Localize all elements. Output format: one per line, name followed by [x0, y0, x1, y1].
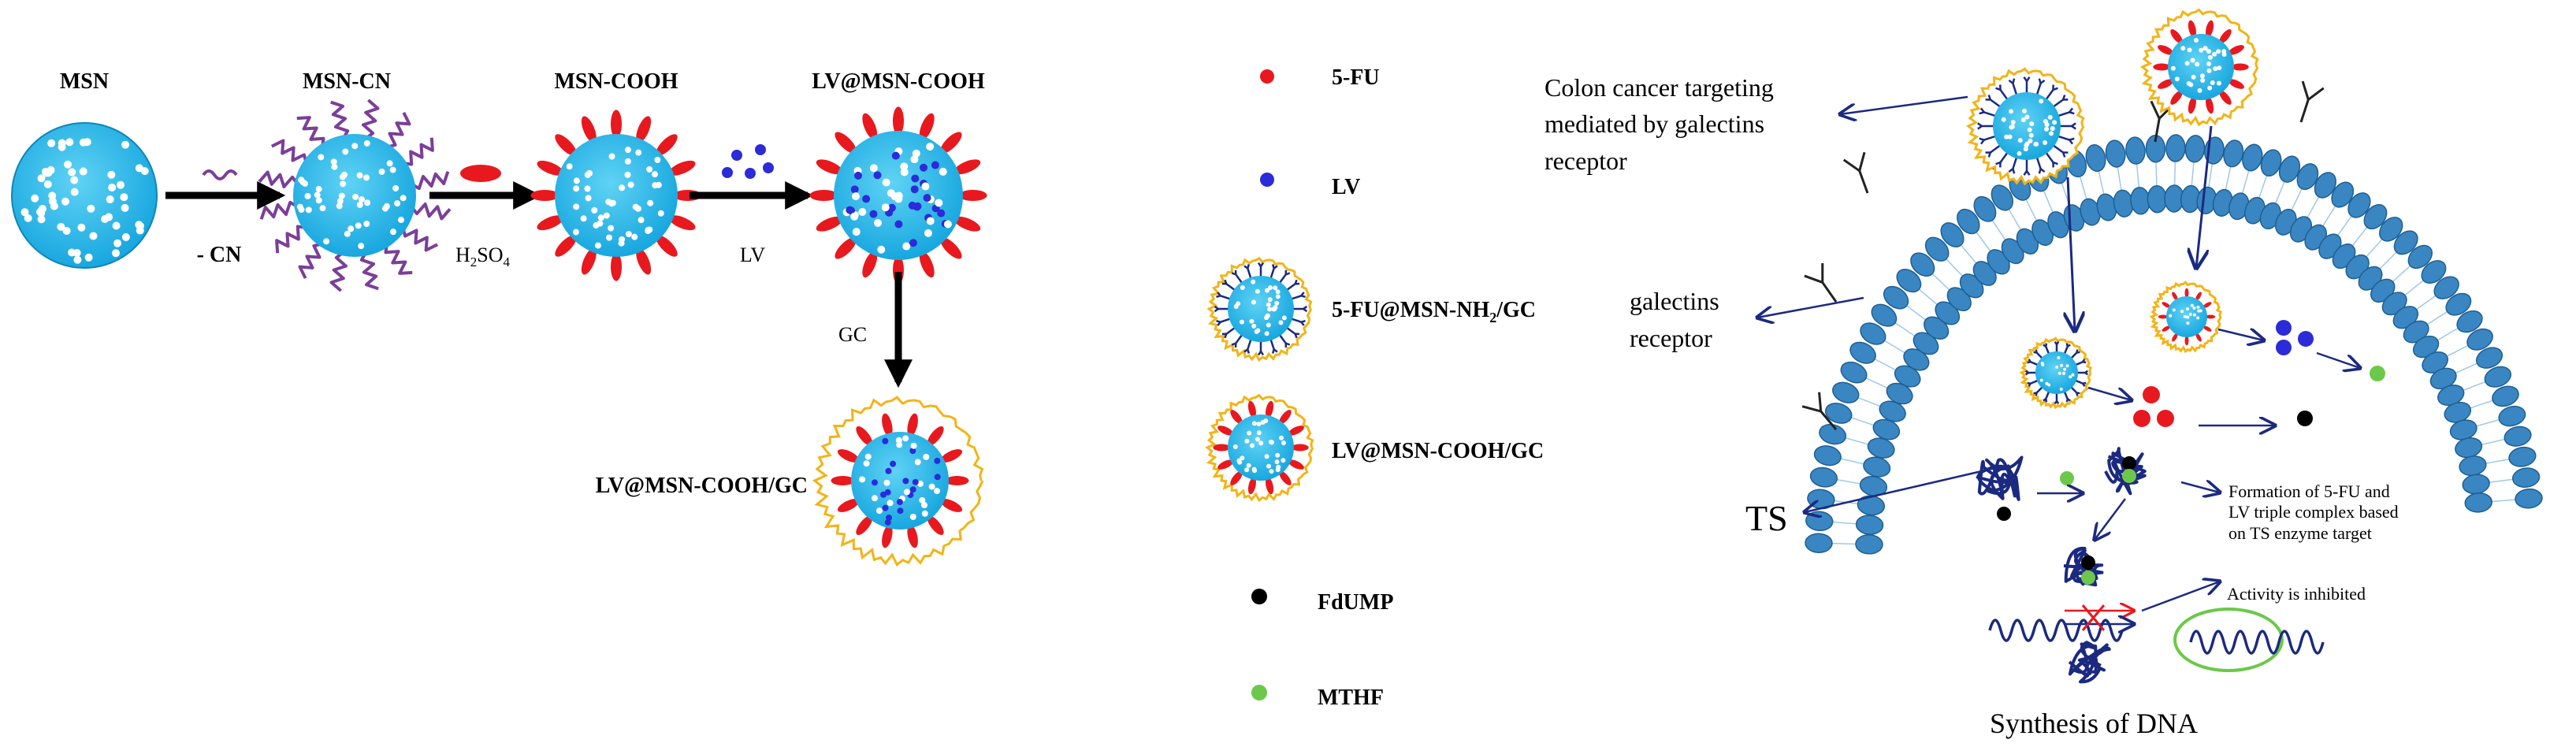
arrow-galectins: [1757, 296, 1864, 318]
targeting-line3: receptor: [1544, 147, 1627, 175]
ts3-fdump: [2081, 556, 2095, 570]
lv-msn-cooh-label: LV@MSN-COOH: [812, 69, 985, 94]
arrow-inhibited-note: [2141, 582, 2220, 612]
legend-fu-dot: [1260, 69, 1274, 84]
arrow-ts: [1805, 466, 1996, 512]
targeting-line2: mediated by galectins: [1544, 110, 1764, 138]
ts-bottom-enzyme: [2068, 641, 2111, 684]
complex-note-line2: LV triple complex based: [2228, 502, 2399, 522]
msn-cooh-pores: [566, 147, 664, 249]
targeting-line1: Colon cancer targeting: [1544, 73, 1774, 102]
legend-lv-label: LV: [1332, 175, 1360, 199]
legend-fu-msn-nh2-gc-icon: [1206, 256, 1313, 362]
msn-cooh-label: MSN-COOH: [554, 69, 678, 94]
msn-cn-pores: [296, 139, 407, 250]
step-lv-label: LV: [740, 243, 765, 266]
lv-msn-cooh-gc-label: LV@MSN-COOH/GC: [596, 474, 808, 498]
galectins-line2: receptor: [1630, 324, 1712, 352]
legend-lv-msn-cooh-gc-label: LV@MSN-COOH/GC: [1332, 439, 1544, 463]
np-outside-right: [2139, 8, 2259, 127]
galectin-receptors: [1801, 80, 2325, 430]
msn-cn-particle: [258, 98, 452, 292]
mthf-molecule: [2370, 366, 2385, 381]
arrow-np-entry-left: [2068, 177, 2075, 331]
ts-enzyme: [1976, 455, 2024, 501]
lv-msn-cooh-gc-particle: [812, 396, 984, 567]
released-lv: [2276, 320, 2314, 355]
msn-particle: [11, 122, 158, 269]
arrow-lv-release: [2217, 329, 2264, 340]
ts-label: TS: [1745, 498, 1788, 538]
cn-chain-icon: [202, 169, 238, 180]
msn-label: MSN: [60, 69, 109, 94]
legend-fu-label: 5-FU: [1332, 65, 1380, 90]
arrow-targeting: [1840, 95, 1968, 114]
synthesis-dna-label: Synthesis of DNA: [1990, 708, 2198, 739]
np-inside-left: [2019, 336, 2092, 410]
legend-mthf-label: MTHF: [1318, 686, 1384, 710]
inhibition-cross: [2081, 604, 2106, 631]
gc-cooh-groups: [831, 413, 969, 548]
legend-lv-dot: [1260, 173, 1274, 187]
arrow-complex-to-ts3: [2095, 498, 2126, 540]
released-fu: [2133, 386, 2174, 427]
step-h2so4-label: H2SO4: [455, 243, 511, 269]
synthesis-scheme: MSN - CN MSN-CN H2SO4 MSN-COOH: [11, 69, 987, 567]
legend-lv-msn-cooh-gc-icon: [1205, 393, 1314, 503]
lv-msn-cooh-gc-pores: [859, 435, 941, 526]
cooh-icon: [460, 165, 501, 182]
arrow-fu-release: [2087, 386, 2132, 400]
ts-mthf: [2060, 471, 2074, 485]
inhibited-note: Activity is inhibited: [2227, 584, 2366, 604]
ts3-mthf: [2081, 570, 2095, 585]
legend-mthf-dot: [1251, 685, 1267, 701]
cn-chains: [258, 98, 452, 292]
legend-fu-msn-nh2-gc-label: 5-FU@MSN-NH2/GC: [1332, 298, 1536, 325]
inhibited-enzyme: [2189, 630, 2325, 655]
np-outside-left: [1965, 67, 2085, 186]
complex-note-line1: Formation of 5-FU and: [2228, 481, 2390, 501]
ts-fdump: [1997, 507, 2011, 521]
arrow-np-entry-right: [2196, 125, 2213, 268]
complex-fdump: [2122, 456, 2136, 470]
legend-fdump-label: FdUMP: [1318, 590, 1393, 615]
legend: 5-FU LV 5-FU@MSN-NH2/GC LV@MSN-COOH/GC F…: [1205, 65, 1544, 710]
lv-dots-icon: [722, 144, 774, 179]
arrow-lv-to-mthf: [2316, 351, 2360, 368]
arrow-complex-note: [2180, 482, 2220, 492]
inhibited-enzyme-ring: [2173, 608, 2284, 672]
complex-note-line3: on TS enzyme target: [2228, 523, 2372, 543]
msn-cooh-particle: [530, 110, 702, 281]
complex-mthf: [2122, 469, 2136, 483]
cell-illustration: Formation of 5-FU and LV triple complex …: [1544, 8, 2543, 739]
lv-msn-cooh-particle: [809, 106, 987, 284]
dna-strand: [1988, 619, 2124, 642]
fdump-molecule: [2297, 411, 2313, 426]
lv-msn-cooh-pores: [842, 143, 952, 254]
step-gc-label: GC: [838, 323, 867, 346]
galectins-line1: galectins: [1630, 287, 1719, 315]
msn-pores: [20, 138, 149, 264]
step-cn-label: - CN: [197, 243, 242, 267]
np-inside-right: [2149, 281, 2222, 354]
msn-cn-label: MSN-CN: [303, 69, 391, 94]
legend-fdump-dot: [1251, 589, 1267, 604]
